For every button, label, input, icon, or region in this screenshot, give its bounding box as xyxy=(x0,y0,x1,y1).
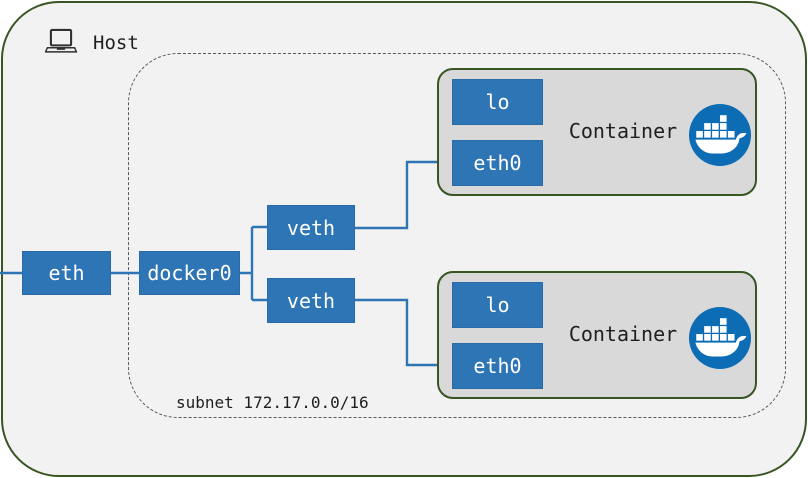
container-2-lo-label: lo xyxy=(485,293,510,317)
node-eth: eth xyxy=(22,251,111,295)
node-veth-top: veth xyxy=(267,205,355,250)
docker-whale-icon xyxy=(688,306,752,370)
container-2-label: Container xyxy=(568,322,678,346)
container-2-node-eth0: eth0 xyxy=(452,343,543,389)
host-header: Host xyxy=(42,25,139,61)
node-veth-top-label: veth xyxy=(286,215,336,240)
node-veth-bottom: veth xyxy=(267,278,355,323)
link-veth-top-eth0 xyxy=(355,160,453,230)
container-1: lo eth0 Container xyxy=(437,68,757,196)
container-2-node-lo: lo xyxy=(452,282,543,328)
container-1-node-eth0: eth0 xyxy=(452,140,543,186)
docker-whale-icon xyxy=(688,103,752,167)
container-2-eth0-label: eth0 xyxy=(473,354,522,378)
container-1-eth0-label: eth0 xyxy=(473,151,522,175)
link-veth-bottom-eth0 xyxy=(355,298,453,367)
link-docker0-veth-split xyxy=(240,225,268,302)
node-eth-label: eth xyxy=(48,261,85,285)
subnet-label: subnet 172.17.0.0/16 xyxy=(176,393,369,412)
container-2: lo eth0 Container xyxy=(437,271,757,399)
container-1-node-lo: lo xyxy=(452,79,543,125)
node-veth-bottom-label: veth xyxy=(286,288,336,313)
container-1-label: Container xyxy=(568,119,678,143)
node-docker0: docker0 xyxy=(139,251,240,295)
host-label: Host xyxy=(93,31,139,54)
container-1-lo-label: lo xyxy=(485,90,510,114)
docker-subnet-boundary xyxy=(128,53,786,418)
node-docker0-label: docker0 xyxy=(147,261,232,285)
laptop-icon xyxy=(44,28,78,53)
